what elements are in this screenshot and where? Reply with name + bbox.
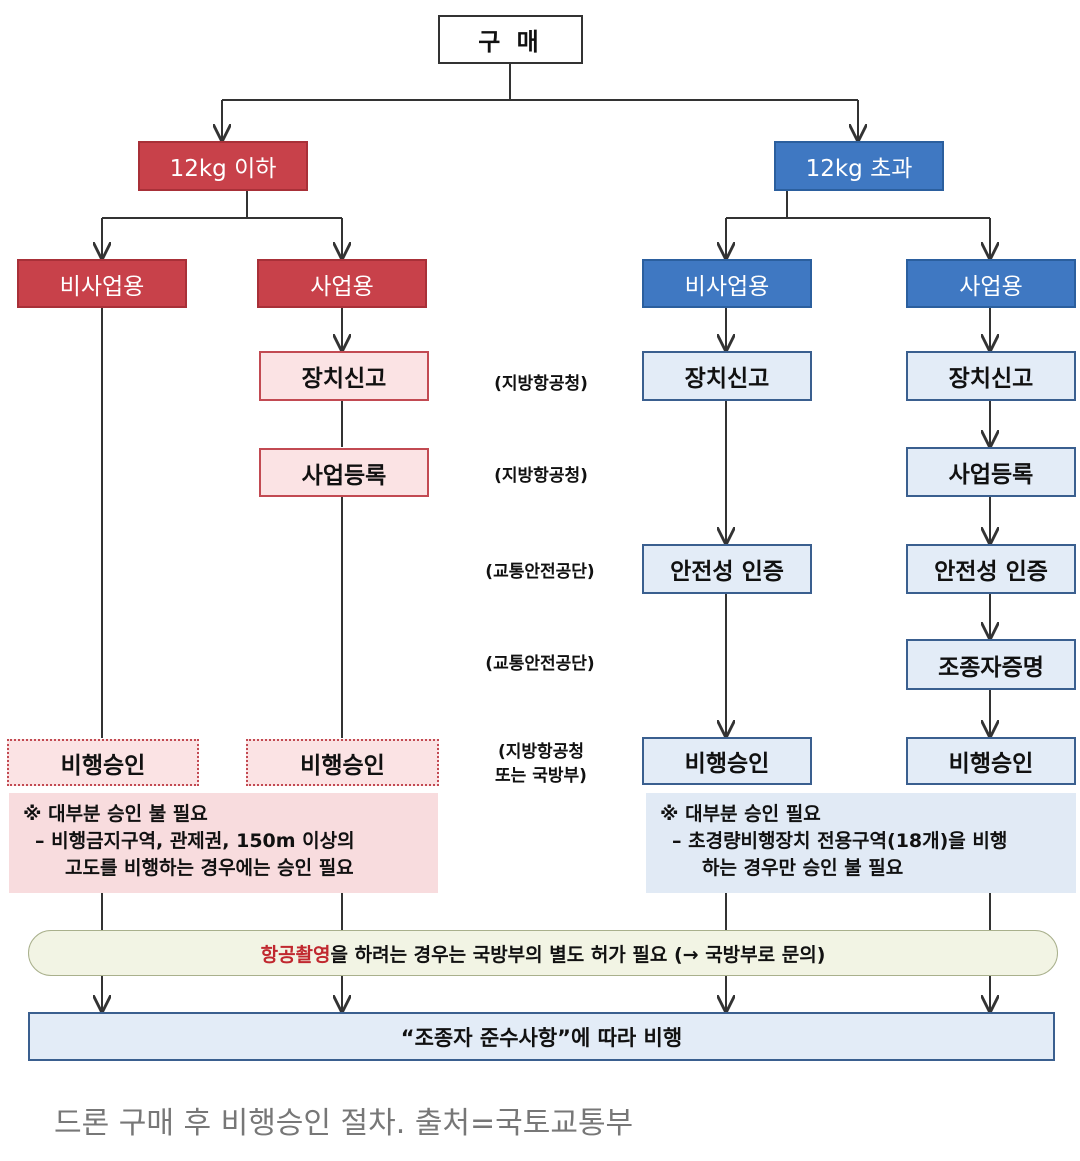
heavy-business-label: 사업용 bbox=[959, 273, 1023, 300]
light-approval-note: ※ 대부분 승인 불 필요 – 비행금지구역, 관제권, 150m 이상의 고도… bbox=[9, 793, 438, 893]
agency-safety-certification: (교통안전공단) bbox=[485, 562, 595, 582]
light-note-line3: 고도를 비행하는 경우에는 승인 필요 bbox=[65, 857, 354, 879]
light-business-flight-approval-box: 비행승인 bbox=[246, 739, 439, 786]
aerial-photography-text: 을 하려는 경우는 국방부의 별도 허가 필요 (→ 국방부로 문의) bbox=[330, 943, 826, 966]
light-business-label: 사업용 bbox=[310, 273, 374, 300]
heavy-business-flight-approval-box: 비행승인 bbox=[906, 737, 1076, 785]
weight-over-12kg-label: 12kg 초과 bbox=[805, 156, 913, 182]
agency-pilot-certification: (교통안전공단) bbox=[485, 654, 595, 674]
heavy-business-box: 사업용 bbox=[906, 259, 1076, 308]
heavy-non-business-device-report-box: 장치신고 bbox=[642, 351, 812, 401]
heavy-non-business-safety-cert-label: 안전성 인증 bbox=[670, 559, 784, 585]
heavy-non-business-flight-approval-box: 비행승인 bbox=[642, 737, 812, 785]
heavy-approval-note: ※ 대부분 승인 필요 – 초경량비행장치 전용구역(18개)을 비행 하는 경… bbox=[646, 793, 1076, 893]
agency-device-report: (지방항공청) bbox=[494, 374, 588, 394]
light-business-registration-box: 사업등록 bbox=[259, 448, 429, 497]
light-non-business-label: 비사업용 bbox=[59, 273, 145, 300]
light-non-business-flight-approval-box: 비행승인 bbox=[7, 739, 199, 786]
heavy-business-pilot-cert-box: 조종자증명 bbox=[906, 639, 1076, 690]
light-business-box: 사업용 bbox=[257, 259, 427, 308]
heavy-non-business-device-report-label: 장치신고 bbox=[684, 366, 770, 392]
light-note-line2: – 비행금지구역, 관제권, 150m 이상의 bbox=[35, 830, 355, 852]
heavy-business-safety-cert-label: 안전성 인증 bbox=[934, 559, 1048, 585]
figure-caption: 드론 구매 후 비행승인 절차. 출처=국토교통부 bbox=[54, 1106, 634, 1141]
heavy-business-flight-approval-label: 비행승인 bbox=[948, 751, 1034, 777]
light-non-business-flight-approval-label: 비행승인 bbox=[60, 752, 146, 779]
light-business-device-report-label: 장치신고 bbox=[301, 366, 387, 392]
heavy-non-business-label: 비사업용 bbox=[684, 273, 770, 300]
light-non-business-box: 비사업용 bbox=[17, 259, 187, 308]
pilot-compliance-box: “조종자 준수사항”에 따라 비행 bbox=[28, 1012, 1055, 1061]
heavy-business-device-report-box: 장치신고 bbox=[906, 351, 1076, 401]
agency-flight-approval-line1: (지방항공청 bbox=[498, 742, 584, 762]
purchase-label: 구 매 bbox=[478, 28, 543, 56]
agency-business-registration: (지방항공청) bbox=[494, 466, 588, 486]
light-business-flight-approval-label: 비행승인 bbox=[300, 752, 385, 779]
weight-over-12kg-box: 12kg 초과 bbox=[774, 141, 944, 191]
weight-12kg-or-less-label: 12kg 이하 bbox=[169, 156, 277, 182]
agency-flight-approval-line2: 또는 국방부) bbox=[495, 766, 587, 786]
weight-12kg-or-less-box: 12kg 이하 bbox=[138, 141, 308, 191]
heavy-non-business-safety-cert-box: 안전성 인증 bbox=[642, 544, 812, 594]
light-note-line1: ※ 대부분 승인 불 필요 bbox=[23, 803, 208, 825]
heavy-non-business-flight-approval-label: 비행승인 bbox=[684, 751, 770, 777]
heavy-note-line1: ※ 대부분 승인 필요 bbox=[660, 803, 821, 825]
agency-flight-approval: (지방항공청 또는 국방부) bbox=[466, 740, 616, 788]
heavy-business-registration-label: 사업등록 bbox=[948, 462, 1034, 488]
light-business-registration-label: 사업등록 bbox=[301, 462, 387, 489]
heavy-note-line2: – 초경량비행장치 전용구역(18개)을 비행 bbox=[672, 830, 1008, 852]
heavy-business-registration-box: 사업등록 bbox=[906, 447, 1076, 497]
heavy-business-device-report-label: 장치신고 bbox=[948, 366, 1034, 392]
heavy-note-line3: 하는 경우만 승인 불 필요 bbox=[702, 857, 904, 879]
heavy-non-business-box: 비사업용 bbox=[642, 259, 812, 308]
light-business-device-report-box: 장치신고 bbox=[259, 351, 429, 401]
heavy-business-safety-cert-box: 안전성 인증 bbox=[906, 544, 1076, 594]
aerial-photography-highlight: 항공촬영 bbox=[260, 943, 331, 966]
pilot-compliance-label: “조종자 준수사항”에 따라 비행 bbox=[400, 1025, 683, 1050]
purchase-box: 구 매 bbox=[438, 15, 583, 64]
heavy-business-pilot-cert-label: 조종자증명 bbox=[938, 654, 1044, 681]
